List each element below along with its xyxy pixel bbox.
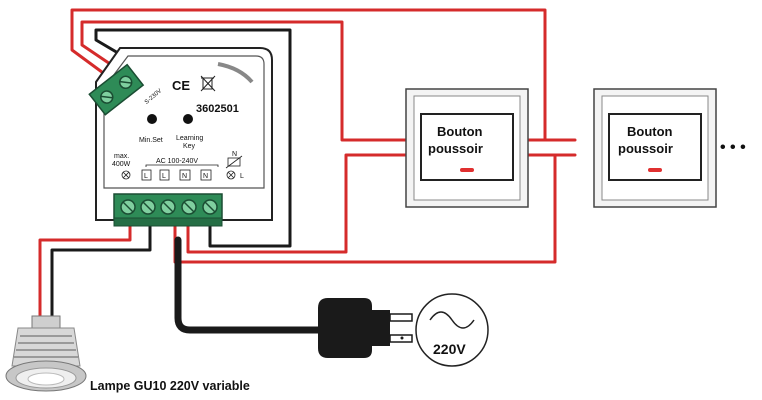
n-label: N xyxy=(232,151,237,158)
terminal-label-3: N xyxy=(182,173,187,180)
more-buttons-ellipsis: • • • xyxy=(720,139,746,156)
push-button-1[interactable]: Bouton poussoir xyxy=(405,88,529,208)
terminal-label-4: N xyxy=(203,173,208,180)
min-set-button[interactable] xyxy=(147,114,157,124)
mains-plug xyxy=(318,298,413,358)
red-wire-top-loop xyxy=(70,8,577,142)
ground-symbol-icon xyxy=(226,170,236,180)
sine-wave-icon xyxy=(429,311,475,329)
red-wire-inner-loop xyxy=(80,20,408,142)
model-number: 3602501 xyxy=(196,103,239,115)
switch-input-terminal xyxy=(88,63,145,116)
min-set-label: Min.Set xyxy=(139,137,163,144)
terminal-label-1: L xyxy=(144,173,148,180)
mains-voltage-label: 220V xyxy=(433,341,466,357)
push-button-2-label-line2: poussoir xyxy=(618,141,673,156)
push-button-1-label-line1: Bouton xyxy=(437,124,483,139)
module-inner-frame xyxy=(103,55,265,189)
push-button-2[interactable]: Bouton poussoir xyxy=(593,88,717,208)
push-button-2-label-line1: Bouton xyxy=(627,124,673,139)
output-terminal-block xyxy=(113,193,223,227)
max-label-line1: max. xyxy=(114,153,129,160)
push-button-1-label-line2: poussoir xyxy=(428,141,483,156)
black-wire-lamp xyxy=(50,220,152,320)
ac-voltage-label: AC 100-240V xyxy=(156,158,198,165)
black-wire-top xyxy=(94,28,292,248)
red-wire-lamp xyxy=(38,220,132,320)
potentiometer-icon xyxy=(225,155,243,169)
terminal-symbol-row: L L N N L xyxy=(121,169,244,181)
terminal-label-5: L xyxy=(240,173,244,180)
ac-source-symbol xyxy=(415,293,489,367)
wires xyxy=(38,8,577,334)
red-wire-between-buttons xyxy=(526,138,557,157)
push-button-1-indicator xyxy=(460,168,474,172)
push-button-2-indicator xyxy=(648,168,662,172)
mains-cable xyxy=(174,236,324,334)
ac-bracket xyxy=(145,164,219,167)
lamp-symbol-icon xyxy=(121,170,131,180)
dimmer-module: S-230V CE 3602501 Min.Set Learning Key m… xyxy=(88,47,273,227)
ce-mark-icon: CE xyxy=(172,78,190,93)
learning-key-button[interactable] xyxy=(183,114,193,124)
learning-label-line1: Learning xyxy=(176,135,203,142)
module-groove xyxy=(217,62,254,84)
gu10-lamp xyxy=(5,315,87,392)
red-wire-bottom-inner xyxy=(186,153,408,254)
weee-bin-icon xyxy=(200,75,216,92)
max-label-line2: 400W xyxy=(112,161,131,168)
lamp-label: Lampe GU10 220V variable xyxy=(90,379,250,393)
terminal-label-2: L xyxy=(162,173,166,180)
learning-label-line2: Key xyxy=(183,143,196,150)
